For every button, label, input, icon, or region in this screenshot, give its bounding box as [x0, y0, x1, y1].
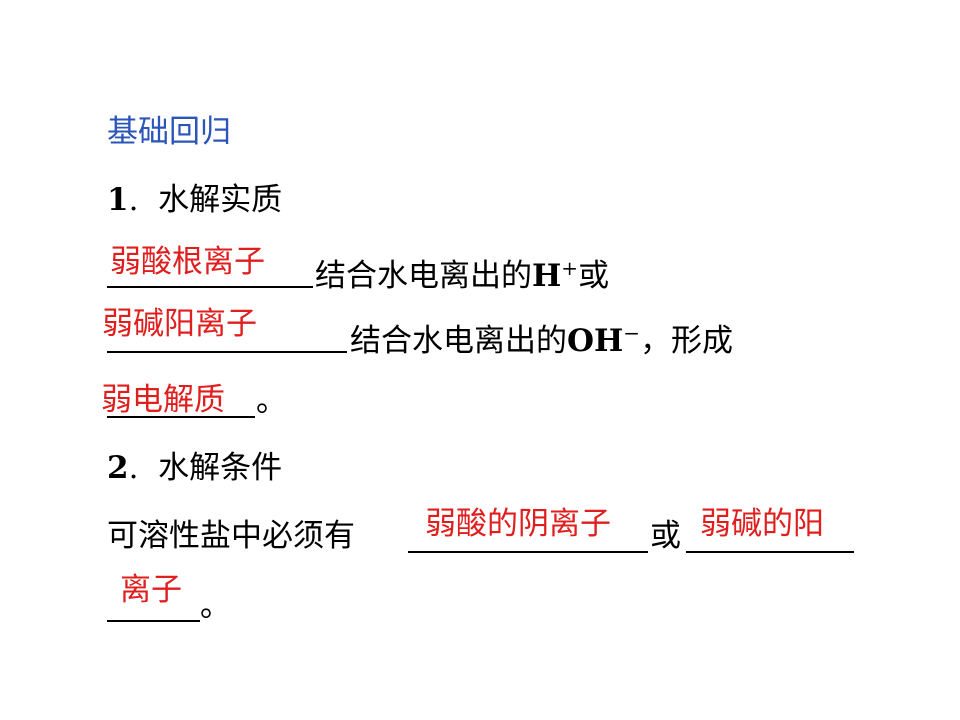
hydrogen-ion: H+ — [532, 256, 579, 294]
line-2-tail: ，形成 — [640, 323, 734, 359]
fill-blank-1 — [107, 286, 313, 288]
answer-weak-base-cation: 弱碱阳离子 — [102, 306, 257, 342]
hydrogen-symbol: H — [532, 258, 562, 294]
hydroxide-charge: − — [623, 321, 641, 345]
section-2-title: 2. 水解条件 — [107, 450, 282, 486]
section-1-number: 1 — [107, 182, 129, 218]
section-1-title-text: 水解实质 — [158, 182, 283, 218]
section-2-separator: . — [128, 450, 139, 486]
fill-blank-2 — [107, 351, 347, 353]
section-1-line-1: 结合水电离出的H+或 — [315, 250, 609, 294]
answer-weak-acid-anion: 弱酸根离子 — [110, 244, 265, 280]
hydroxide-symbol: OH — [567, 323, 624, 359]
section-1-separator: . — [128, 182, 139, 218]
section-2-connector: 或 — [650, 518, 681, 554]
line-1-text: 结合水电离出的 — [315, 258, 532, 294]
section-1-line-2: 结合水电离出的OH−，形成 — [350, 315, 733, 359]
answer-weak-base-cation-2-part-2: 离子 — [120, 572, 182, 608]
hydroxide-ion: OH− — [567, 321, 641, 359]
answer-weak-base-cation-2-part-1: 弱碱的阳 — [700, 506, 824, 542]
section-2-line-1-text: 可溶性盐中必须有 — [107, 518, 355, 554]
fill-blank-6 — [107, 620, 200, 622]
answer-weak-acid-anion-2: 弱酸的阴离子 — [425, 506, 611, 542]
section-2-number: 2 — [107, 450, 129, 486]
section-2-line-2-tail: 。 — [200, 588, 231, 624]
section-2-title-text: 水解条件 — [158, 450, 283, 486]
fill-blank-5 — [686, 551, 854, 553]
section-1-title: 1. 水解实质 — [107, 182, 282, 218]
fill-blank-3 — [107, 416, 255, 418]
answer-weak-electrolyte: 弱电解质 — [101, 382, 225, 418]
hydrogen-charge: + — [561, 256, 579, 280]
fill-blank-4 — [408, 551, 648, 553]
line-2-text: 结合水电离出的 — [350, 323, 567, 359]
section-heading: 基础回归 — [107, 114, 231, 150]
section-1-line-3-tail: 。 — [256, 383, 287, 419]
line-1-tail: 或 — [578, 258, 610, 294]
